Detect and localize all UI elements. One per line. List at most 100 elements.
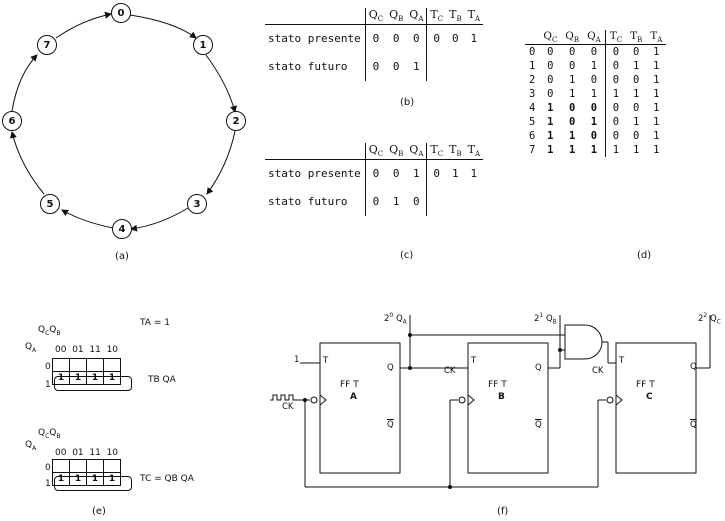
table-cell: 1 [547, 130, 554, 143]
table-cell: 1 [633, 60, 640, 73]
counter-circuit [270, 315, 711, 489]
ff-c-letter: C [646, 392, 653, 402]
caption-f: (f) [497, 506, 509, 517]
table-cell: 0 [569, 102, 576, 115]
ff-b-letter: B [498, 392, 505, 402]
table-cell: 0 [604, 73, 627, 88]
state-node-7: 7 [37, 35, 57, 55]
table-cell: 2 [529, 74, 536, 87]
out-c-label: 22 QC [698, 312, 721, 326]
state-node-5: 5 [40, 194, 60, 214]
clock-wave [270, 394, 305, 401]
tc-label: TC = QB QA [140, 474, 194, 484]
state-node-1: 1 [193, 35, 213, 55]
caption-b: (b) [400, 97, 415, 108]
table-cell: 0 [604, 129, 627, 144]
table-cell: 0 [569, 46, 576, 59]
kmap1-colhdr: 00 01 11 10 [55, 345, 119, 355]
caption-e: (e) [92, 506, 106, 517]
kmap2-vars: QCQB [38, 428, 61, 440]
state-node-0: 0 [111, 3, 131, 23]
table-cell: 1 [633, 144, 640, 157]
arc-7-0 [55, 11, 112, 39]
arc-4-5 [61, 209, 114, 229]
table-cell: 1 [653, 144, 660, 157]
table-cell: 1 [569, 130, 576, 143]
table-cell: 0 [633, 74, 640, 87]
kmap1-qa: QA [25, 342, 37, 354]
row-label: stato presente [268, 32, 361, 46]
kmap1-group [54, 376, 132, 391]
table-cell: 0 [569, 60, 576, 73]
ta-label: TA = 1 [140, 318, 170, 328]
table-cell: 7 [529, 144, 536, 157]
table-cell: 0 [529, 46, 536, 59]
table-cell: 3 [529, 88, 536, 101]
table-cell: 0 [590, 46, 598, 59]
and-gate [564, 324, 603, 360]
out-a-label: 20 QA [384, 312, 407, 326]
tb-label: TB QA [148, 375, 176, 385]
ff-b-name: FF T [488, 380, 507, 390]
ff-c-box [615, 342, 697, 474]
table-cell: 1 [529, 60, 536, 73]
kmap2-group [54, 476, 132, 491]
table-cell: 0 [590, 74, 598, 87]
state-node-3: 3 [187, 194, 207, 214]
arc-5-6 [10, 131, 45, 195]
arc-1-2 [205, 54, 237, 113]
caption-a: (a) [115, 251, 129, 262]
out-b-label: 21 QB [534, 312, 557, 326]
table-cell: 1 [633, 88, 640, 101]
table-cell: 0 [569, 116, 576, 129]
table-cell: 1 [653, 60, 660, 73]
table-cell: 0 [590, 102, 598, 115]
table-cell: 4 [529, 102, 536, 115]
table-cell: 0 [604, 44, 627, 60]
table-cell: 0 [547, 88, 554, 101]
arc-2-3 [206, 130, 236, 195]
table-cell: 1 [653, 74, 660, 87]
state-node-6: 6 [2, 111, 22, 131]
table-cell: 0 [633, 46, 640, 59]
table-cell: 1 [653, 116, 660, 129]
table-cell: 1 [633, 116, 640, 129]
table-cell: 1 [653, 130, 660, 143]
ff-a-letter: A [350, 392, 357, 402]
state-diagram [10, 11, 237, 232]
caption-c: (c) [400, 250, 414, 261]
table-cell: 1 [569, 144, 576, 157]
row-label: stato futuro [268, 60, 348, 73]
table-cell: 1 [604, 87, 627, 102]
ck-label: CK [282, 402, 294, 412]
table-cell: 0 [604, 115, 627, 130]
table-cell: 0 [547, 46, 554, 59]
table-cell: 1 [569, 74, 576, 87]
arc-6-7 [11, 54, 38, 112]
table-b: QC QB QA TC TB TA stato presente 0 0 0 0… [265, 8, 483, 81]
table-cell: 1 [653, 88, 660, 101]
table-cell: 6 [529, 130, 536, 143]
table-cell: 1 [653, 102, 660, 115]
table-cell: 0 [590, 130, 598, 143]
table-cell: 0 [633, 130, 640, 143]
arc-3-4 [130, 207, 189, 232]
table-cell: 1 [590, 116, 598, 129]
table-c: QC QB QA TC TB TA stato presente 0 0 1 0… [265, 143, 483, 216]
table-cell: 1 [590, 60, 598, 73]
ff-a-name: FF T [340, 380, 359, 390]
arc-0-1 [129, 14, 197, 39]
table-cell: 0 [604, 59, 627, 74]
table-cell: 1 [590, 88, 598, 101]
table-cell: 0 [547, 60, 554, 73]
kmap1-vars: QCQB [38, 325, 61, 337]
